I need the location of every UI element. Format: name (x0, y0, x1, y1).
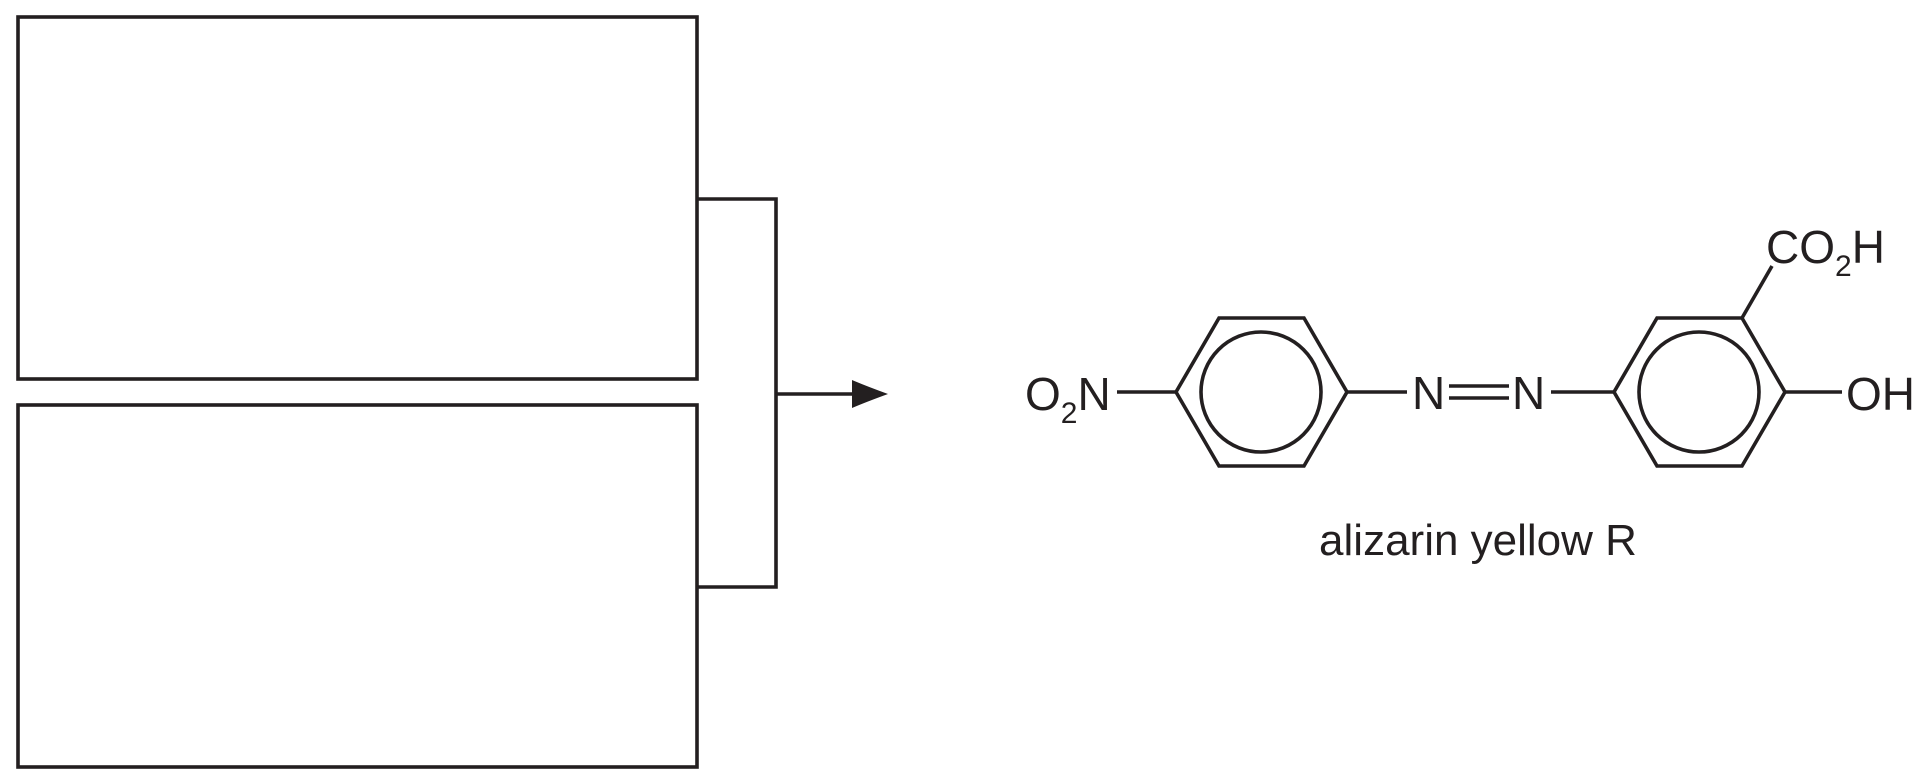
nitro-group: O2N (1025, 368, 1111, 430)
azo-nitrogen-left: N (1412, 367, 1445, 419)
bracket-connector (697, 197, 778, 589)
reaction-arrow (776, 380, 888, 408)
carboxyl-group: CO2H (1766, 221, 1885, 283)
carboxyl-bond (1740, 265, 1774, 319)
reactant-box-bottom[interactable] (16, 403, 699, 769)
right-ring-aromatic-circle (1637, 330, 1761, 454)
hydroxyl-group: OH (1846, 368, 1915, 420)
arrowhead-icon (852, 380, 888, 408)
product-structure: O2N N N CO2H OH alizarin yellow R (1025, 221, 1915, 565)
product-name-caption: alizarin yellow R (1319, 516, 1637, 565)
azo-nitrogen-right: N (1512, 367, 1545, 419)
reactant-box-top[interactable] (16, 15, 699, 381)
left-ring-aromatic-circle (1199, 330, 1323, 454)
